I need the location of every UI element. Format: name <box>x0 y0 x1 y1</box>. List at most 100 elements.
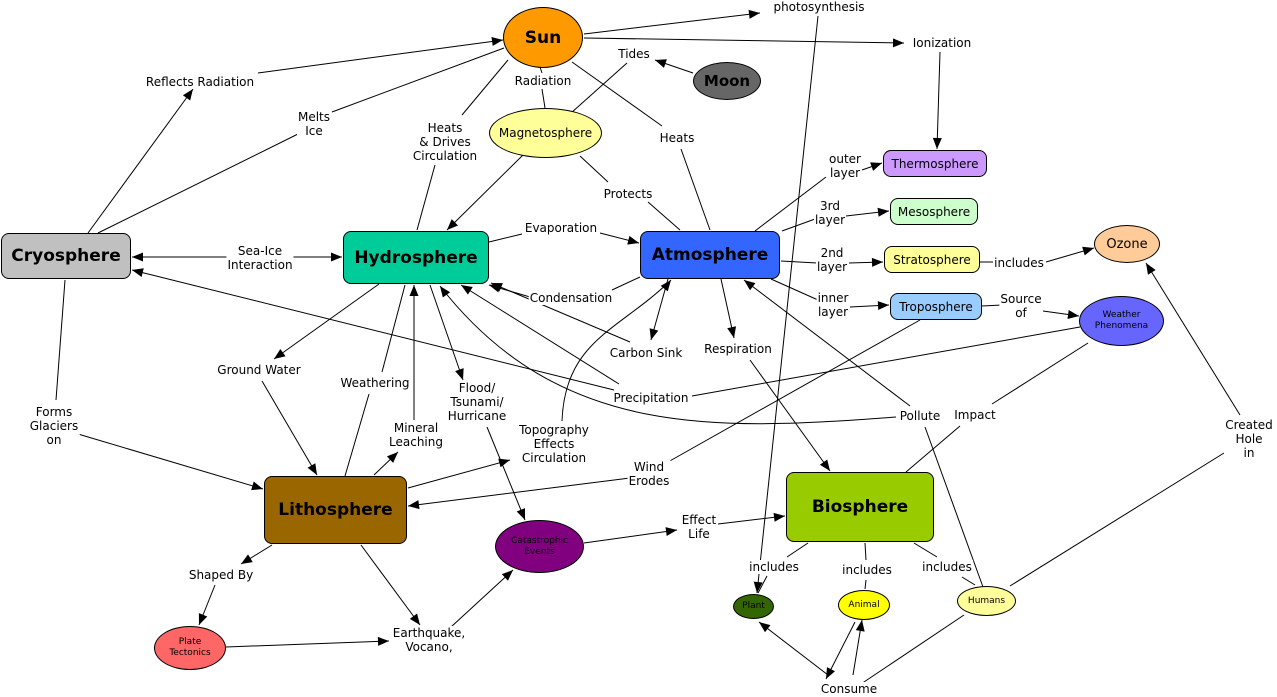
edge-hydrosphere-flood-arrowhead <box>455 368 464 380</box>
label-heats-drives-circulation: Heats & Drives Circulation <box>411 121 479 163</box>
edge-ground-water-lithosphere <box>261 380 318 476</box>
edge-heats-atmosphere <box>680 148 711 231</box>
edge-cryosphere-reflects <box>87 88 194 234</box>
edge-created-hole-ozone-arrowhead <box>1146 263 1156 275</box>
edge-hydrosphere-evaporation <box>488 233 523 243</box>
label-includes-ozone: includes <box>993 256 1045 270</box>
node-weather-phenomena[interactable]: Weather Phenomena <box>1079 296 1164 346</box>
edge-catastrophic-effect-life <box>583 529 678 544</box>
edge-lithosphere-earthquake-arrowhead <box>409 613 420 625</box>
node-cryosphere[interactable]: Cryosphere <box>1 233 131 279</box>
label-forms-glaciers-on: Forms Glaciers on <box>28 405 80 447</box>
edge-atmosphere-3rd-layer <box>781 218 816 232</box>
edge-inner-layer-troposphere-arrowhead <box>877 301 889 311</box>
node-plate-tectonics[interactable]: Plate Tectonics <box>154 626 226 670</box>
edge-sun-ionization <box>583 37 905 44</box>
node-hydrosphere[interactable]: Hydrosphere <box>343 231 489 284</box>
label-respiration: Respiration <box>703 342 773 356</box>
edge-precipitation-cryosphere-arrowhead <box>132 268 144 278</box>
node-catastrophic-events[interactable]: Catastrophic Events <box>495 520 584 573</box>
node-moon[interactable]: Moon <box>693 62 761 100</box>
label-radiation: Radiation <box>513 74 573 88</box>
label-melts-ice: Melts Ice <box>296 110 332 138</box>
edge-biosphere-impact <box>905 425 961 473</box>
edge-humans-consume <box>860 614 965 685</box>
label-reflects-radiation: Reflects Radiation <box>144 75 256 89</box>
node-magnetosphere[interactable]: Magnetosphere <box>489 108 602 158</box>
edge-includes-ozone-arrowhead <box>1082 246 1094 256</box>
node-humans[interactable]: Humans <box>957 586 1016 616</box>
edge-ionization-thermosphere-arrowhead <box>932 137 942 149</box>
label-carbon-sink: Carbon Sink <box>608 346 684 360</box>
label-tides: Tides <box>617 47 651 61</box>
node-animal[interactable]: Animal <box>838 590 890 620</box>
edge-plate-tectonics-earthquake <box>225 640 390 648</box>
edge-consume-plant <box>758 621 829 676</box>
edge-ionization-thermosphere <box>936 51 941 150</box>
label-evaporation: Evaporation <box>523 221 599 235</box>
edge-protects-atmosphere <box>647 201 681 231</box>
edge-flood-catastrophic <box>486 426 526 521</box>
node-plant[interactable]: Plant <box>733 594 774 619</box>
label-precipitation: Precipitation <box>612 391 690 405</box>
edge-consume-plant-arrowhead <box>759 622 771 633</box>
edge-topography-atmosphere <box>561 279 672 422</box>
label-heats: Heats <box>658 131 696 145</box>
node-thermosphere[interactable]: Thermosphere <box>883 150 987 177</box>
node-stratosphere[interactable]: Stratosphere <box>884 246 980 273</box>
label-outer-layer: outer layer <box>828 152 862 180</box>
edge-precipitation-hydrosphere <box>460 284 620 385</box>
label-wind-erodes: Wind Erodes <box>627 460 671 488</box>
edge-effect-life-biosphere <box>717 515 786 525</box>
edge-photosynthesis-plant <box>756 15 819 594</box>
edge-forms-glaciers-lithosphere-arrowhead <box>251 481 263 491</box>
node-atmosphere[interactable]: Atmosphere <box>640 231 780 279</box>
edge-includes-humans-humans <box>961 576 976 586</box>
edge-humans-pollute <box>924 426 984 588</box>
edge-precipitation-cryosphere <box>131 269 615 391</box>
node-mesosphere[interactable]: Mesosphere <box>890 198 978 225</box>
edge-respiration-biosphere <box>749 359 831 472</box>
edge-includes-plant-plant <box>757 575 768 594</box>
edge-lithosphere-earthquake <box>360 544 421 626</box>
edge-magnetosphere-protects <box>579 155 609 183</box>
edge-sun-photosynthesis-arrowhead <box>748 9 760 19</box>
label-ground-water: Ground Water <box>216 363 302 377</box>
label-source-of: Source of <box>999 292 1043 320</box>
edge-effect-life-biosphere-arrowhead <box>773 512 785 522</box>
node-lithosphere[interactable]: Lithosphere <box>264 476 407 544</box>
node-troposphere[interactable]: Troposphere <box>890 293 982 320</box>
edge-weathering-hydrosphere <box>381 284 406 373</box>
node-biosphere[interactable]: Biosphere <box>786 472 934 542</box>
node-ozone[interactable]: Ozone <box>1094 225 1160 263</box>
edge-biosphere-includes-humans <box>913 542 938 558</box>
edge-biosphere-includes-animal <box>864 542 867 561</box>
node-sun[interactable]: Sun <box>503 7 583 68</box>
edge-moon-tides-arrowhead <box>655 59 667 68</box>
edge-lithosphere-shaped-by-arrowhead <box>241 554 253 564</box>
edge-carbon-sink-hydrosphere-arrowhead <box>491 283 503 292</box>
edge-ground-water-lithosphere-arrowhead <box>307 463 317 475</box>
edge-atmosphere-condensation <box>611 276 641 291</box>
edge-precipitation-hydrosphere-arrowhead <box>461 285 473 295</box>
edge-pollute-atmosphere <box>743 279 911 407</box>
label-photosynthesis: photosynthesis <box>772 0 866 14</box>
edge-hydrosphere-sea-ice-cryosphere-arrowhead <box>132 252 143 262</box>
edge-wind-erodes-lithosphere <box>407 477 631 507</box>
edge-forms-glaciers-lithosphere <box>77 433 264 490</box>
edge-consume-animal-arrowhead <box>855 620 865 632</box>
label-shaped-by: Shaped By <box>187 568 255 582</box>
edge-flood-catastrophic-arrowhead <box>516 508 526 520</box>
label-mineral-leaching: Mineral Leaching <box>388 421 444 449</box>
edge-outer-layer-thermosphere-arrowhead <box>870 162 882 171</box>
edge-lithosphere-weathering <box>344 393 370 477</box>
edge-sun-heats <box>571 61 663 127</box>
edge-impact-weather <box>991 342 1089 405</box>
edge-pollute-hydrosphere-arrowhead <box>440 286 451 298</box>
edge-atmosphere-respiration-arrowhead <box>727 326 737 338</box>
edge-troposphere-wind-erodes <box>667 319 921 463</box>
edge-respiration-biosphere-arrowhead <box>819 459 830 471</box>
edge-pollute-atmosphere-arrowhead <box>744 280 756 291</box>
label-weathering: Weathering <box>339 376 411 390</box>
